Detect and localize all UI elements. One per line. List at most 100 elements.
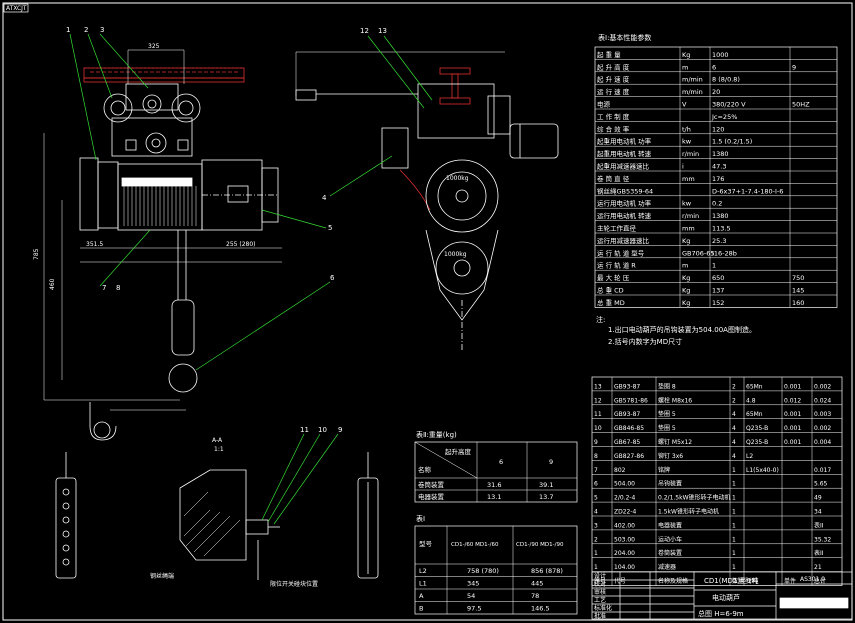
table2-row-val: 31.6 (487, 481, 501, 489)
parts-cell: Q235-B (746, 425, 768, 432)
parts-cell: 11 (594, 411, 602, 418)
callout-5: 5 (328, 224, 332, 232)
parts-cell: 4 (732, 411, 736, 418)
parts-cell: 4 (732, 425, 736, 432)
front-view: 325 351.5 255 (280) 460 785 1 2 3 7 8 5 … (33, 26, 335, 441)
parts-cell: 65Mn (746, 411, 763, 418)
trolley-wheel-left (103, 93, 133, 123)
title-tab-box (3, 3, 29, 13)
electrical-box (381, 127, 409, 169)
callout-8: 8 (116, 284, 120, 292)
parts-cell: 0.017 (814, 467, 831, 474)
sign-label-1: 设计 (594, 572, 606, 580)
table1-cell: 电源 (597, 100, 611, 109)
table3-header-60: CD1-/60 MD1-/60 (451, 542, 499, 548)
parts-cell: 504.00 (614, 481, 635, 488)
table3-row-val: 345 (467, 580, 479, 588)
table1-cell: V (682, 101, 687, 109)
parts-cell: 表II (814, 549, 824, 557)
table1-cell: 起重用减速器速比 (597, 162, 650, 171)
callout-3: 3 (100, 26, 104, 34)
section-scale: 1:1 (214, 446, 224, 453)
parts-cell: Q235-B (746, 439, 768, 446)
table2-header-name: 名称 (418, 465, 432, 474)
table1-cell: m/min (682, 76, 703, 84)
parts-cell: 3 (594, 522, 598, 529)
parts-cell: 名称及规格 (658, 577, 688, 585)
hook-block (171, 299, 195, 356)
load-label-bottom: 1000kg (444, 251, 467, 258)
table1-cell: Kg (682, 274, 690, 282)
table2-row-val: 13.7 (539, 493, 553, 501)
parts-cell: 1 (732, 495, 736, 502)
callout-2: 2 (84, 26, 88, 34)
parts-cell: 802 (614, 467, 626, 474)
parts-cell: L2 (746, 453, 753, 460)
table1-cell: 卷 筒 直 径 (597, 174, 630, 183)
parts-cell: 13 (594, 383, 602, 390)
table1-cell: r/min (682, 212, 699, 220)
table1-cell: kw (682, 200, 692, 208)
side-drum (425, 159, 499, 233)
callout-12: 12 (360, 27, 369, 35)
table3-row-val: 758 (780) (467, 567, 499, 575)
table1-cell: Kg (682, 299, 690, 307)
table1-cell: 1.5 (0.2/1.5) (712, 138, 752, 146)
table1-cell: Kg (682, 51, 690, 59)
section-note-left: 钢丝绳端 (150, 572, 174, 580)
parts-cell: 4 (594, 509, 598, 516)
table2-row-val: 39.1 (539, 481, 553, 489)
table1-cell: 380/220 V (712, 101, 746, 109)
sign-label-3: 审核 (594, 588, 606, 596)
parts-cell: 10 (594, 425, 602, 432)
table1-cell: 总 重 CD (597, 286, 624, 295)
pendant-left (55, 477, 77, 579)
parts-cell: 1 (594, 550, 598, 557)
parts-cell: 1 (594, 564, 598, 571)
parts-cell: 2 (732, 397, 736, 404)
callout-7: 7 (102, 284, 106, 292)
parts-cell: 12 (594, 397, 602, 404)
drum-rope-hatch (123, 186, 197, 226)
parts-cell: 104.00 (614, 564, 635, 571)
dim-right: 255 (280) (226, 241, 256, 248)
pendant-right (357, 477, 379, 579)
notes-heading: 注: (596, 315, 605, 324)
table1-cell: m (682, 63, 688, 71)
parts-cell: 65Mn (746, 383, 763, 390)
parts-cell: 铆钉 3x6 (658, 452, 683, 460)
table1-cell: 160 (792, 299, 804, 307)
sign-label-2: 校对 (594, 580, 606, 588)
table3-header-90: CD1-/90 MD1-/90 (516, 542, 564, 548)
hook-upper (168, 363, 198, 393)
parts-cell: 7 (594, 467, 598, 474)
dim-left: 351.5 (86, 241, 103, 248)
table1-cell: 145 (792, 287, 804, 295)
total-height: 总图 H=6-9m (698, 609, 744, 618)
parts-cell: 1 (732, 522, 736, 529)
callout-10: 10 (318, 426, 327, 434)
dim-top: 325 (148, 43, 160, 50)
parts-cell: 材料 (746, 577, 758, 585)
parts-cell: 螺钉 M5x12 (658, 438, 692, 446)
table3-row-val: 78 (531, 592, 539, 600)
parts-cell: 表II (814, 521, 824, 529)
sign-label-6: 批准 (594, 612, 606, 620)
parts-cell: 单件 (784, 577, 796, 585)
callout-13: 13 (378, 27, 387, 35)
parts-cell: 35.32 (814, 536, 831, 543)
table1-cell: 152 (712, 299, 724, 307)
parts-cell: 49 (814, 495, 822, 502)
table1-cell: m (682, 262, 688, 270)
travel-motor (509, 123, 559, 159)
parts-cell: 2 (594, 536, 598, 543)
table1-cell: 20 (712, 88, 720, 96)
table1-cell: 钢丝绳GB5359-64 (597, 186, 653, 195)
table1-cell: r/min (682, 150, 699, 158)
table3-row-val: 54 (467, 592, 475, 600)
parts-cell: 2/0.2-4 (614, 495, 636, 502)
